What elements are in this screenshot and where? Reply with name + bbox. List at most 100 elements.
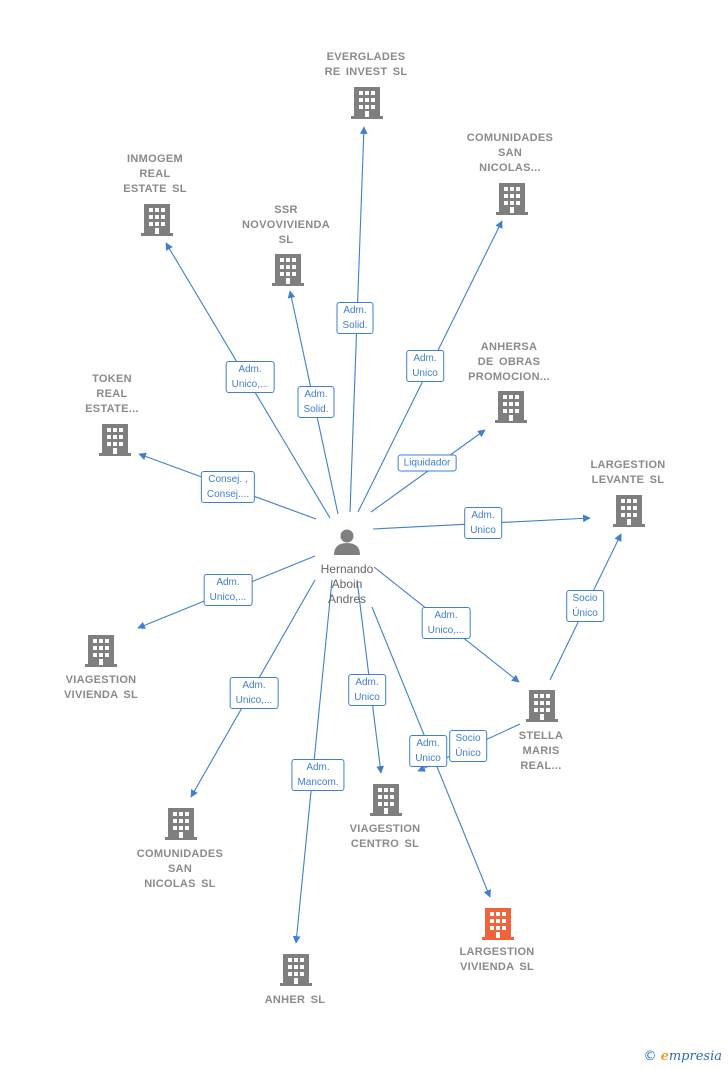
building-icon[interactable]	[165, 808, 197, 840]
company-label-anhersa[interactable]: ANHERSA DE OBRAS PROMOCION...	[444, 340, 574, 385]
company-label-line: SL	[278, 234, 294, 246]
building-icon[interactable]	[526, 690, 558, 722]
company-label-line: COMUNIDADES	[466, 132, 554, 144]
company-label-anher[interactable]: ANHER SL	[230, 993, 360, 1008]
edge-label[interactable]: Adm. Solid.	[336, 302, 374, 334]
edge-label-line: Adm.	[304, 389, 328, 400]
company-label-line: ESTATE SL	[123, 183, 187, 195]
company-label-line: INMOGEM	[127, 153, 183, 165]
person-name-line: Andres	[327, 592, 367, 606]
edge-label[interactable]: Adm.Unico,...	[421, 607, 471, 639]
company-label-line: NICOLAS SL	[144, 878, 216, 890]
edge-label[interactable]: Adm. Mancom.	[291, 759, 345, 791]
company-label-comunidades-san-nicolas-sl[interactable]: COMUNIDADES SAN NICOLAS SL	[115, 847, 245, 892]
company-label-inmogem[interactable]: INMOGEM REAL ESTATE SL	[90, 152, 220, 197]
brand-name: mpresia	[668, 1049, 722, 1064]
company-label-line: LEVANTE SL	[591, 474, 665, 486]
brand-initial: e	[660, 1049, 669, 1064]
person-name-line: Aboin	[331, 577, 363, 591]
edge-label-line: Unico	[354, 692, 380, 703]
edge-label-line: Adm.	[413, 353, 437, 364]
edge-label-line: Adm.	[416, 738, 440, 749]
edge-label-line: Unico	[415, 753, 441, 764]
company-label-line: ANHER SL	[264, 994, 326, 1006]
person-name-line: Hernando	[320, 562, 374, 576]
edge-label-line: Adm.	[238, 364, 262, 375]
company-label-line: EVERGLADES	[326, 51, 406, 63]
edge-label-line: Unico,...	[427, 625, 465, 636]
edge-label-line: Adm.	[343, 305, 367, 316]
building-icon[interactable]	[495, 391, 527, 423]
edge-label[interactable]: Adm. Unico	[348, 674, 386, 706]
company-label-stella-maris[interactable]: STELLA MARIS REAL...	[476, 729, 606, 774]
company-label-comunidades-san-nicolas-top[interactable]: COMUNIDADES SAN NICOLAS...	[445, 131, 575, 176]
company-label-line: COMUNIDADES	[136, 848, 224, 860]
edge-label-line: Adm.	[471, 510, 495, 521]
building-icon[interactable]	[99, 424, 131, 456]
building-icon[interactable]	[85, 635, 117, 667]
edge-label[interactable]: Consej. , Consej....	[200, 471, 256, 503]
edge-label-line: Socio	[572, 593, 598, 604]
edge-label-line: Consej. ,	[208, 474, 248, 485]
building-icon[interactable]	[280, 954, 312, 986]
nodes-layer	[85, 87, 645, 986]
building-icon[interactable]	[496, 183, 528, 215]
edge-label[interactable]: Adm. Unico,...	[225, 361, 275, 393]
company-label-line: NICOLAS...	[479, 162, 541, 174]
building-icon[interactable]	[351, 87, 383, 119]
company-label-line: VIAGESTION	[65, 674, 137, 686]
edge-label[interactable]: Adm.Unico	[464, 507, 502, 539]
edge-label[interactable]: Adm. Unico,...	[229, 677, 279, 709]
company-label-line: MARIS	[522, 745, 560, 757]
company-label-line: REAL...	[520, 760, 562, 772]
edge-label-line: Liquidador	[403, 457, 451, 469]
company-label-line: REAL	[96, 388, 128, 400]
edge-label-line: Consej....	[206, 489, 250, 500]
edge-label-line: Unico,...	[209, 592, 247, 603]
edge-label-line: Solid.	[303, 404, 329, 415]
company-label-everglades[interactable]: EVERGLADES RE INVEST SL	[301, 50, 431, 80]
edge-label-line: Socio	[455, 733, 481, 744]
edge-label[interactable]: Liquidador	[397, 454, 457, 472]
company-label-line: SAN	[167, 863, 193, 875]
company-label-line: RE INVEST SL	[324, 66, 408, 78]
building-icon[interactable]	[272, 254, 304, 286]
company-label-largestion-levante[interactable]: LARGESTION LEVANTE SL	[563, 458, 693, 488]
company-label-line: ANHERSA	[480, 341, 538, 353]
building-icon[interactable]	[370, 784, 402, 816]
building-icon[interactable]	[613, 495, 645, 527]
edge-label-line: Adm.	[355, 677, 379, 688]
edge-label-line: Unico,...	[235, 695, 273, 706]
edge-label-line: Unico,...	[231, 379, 269, 390]
company-label-line: SAN	[497, 147, 523, 159]
company-label-line: NOVOVIVIENDA	[242, 219, 330, 231]
building-icon[interactable]	[482, 908, 514, 940]
company-label-line: LARGESTION	[590, 459, 666, 471]
company-label-viagestion-vivienda[interactable]: VIAGESTION VIVIENDA SL	[36, 673, 166, 703]
edge-label-line: Único	[572, 608, 598, 619]
person-icon[interactable]	[334, 529, 360, 556]
edge-label[interactable]: Adm. Unico,...	[203, 574, 253, 606]
edge-label-line: Único	[455, 748, 481, 759]
company-label-line: STELLA	[518, 730, 564, 742]
company-label-line: PROMOCION...	[468, 371, 550, 383]
edge-label-line: Solid.	[342, 320, 368, 331]
edge-label[interactable]: Adm.Unico	[406, 350, 444, 382]
edge-label-line: Adm.	[216, 577, 240, 588]
company-label-line: VIVIENDA SL	[64, 689, 138, 701]
building-icon[interactable]	[141, 204, 173, 236]
edge-label-line: Mancom.	[297, 777, 339, 788]
edge-label-line: Adm.	[242, 680, 266, 691]
company-label-line: DE OBRAS	[477, 356, 541, 368]
edge-label-line: Adm.	[306, 762, 330, 773]
edge-label[interactable]: Adm. Solid.	[297, 386, 335, 418]
company-label-line: REAL	[139, 168, 171, 180]
edge-label[interactable]: Adm. Unico	[409, 735, 447, 767]
